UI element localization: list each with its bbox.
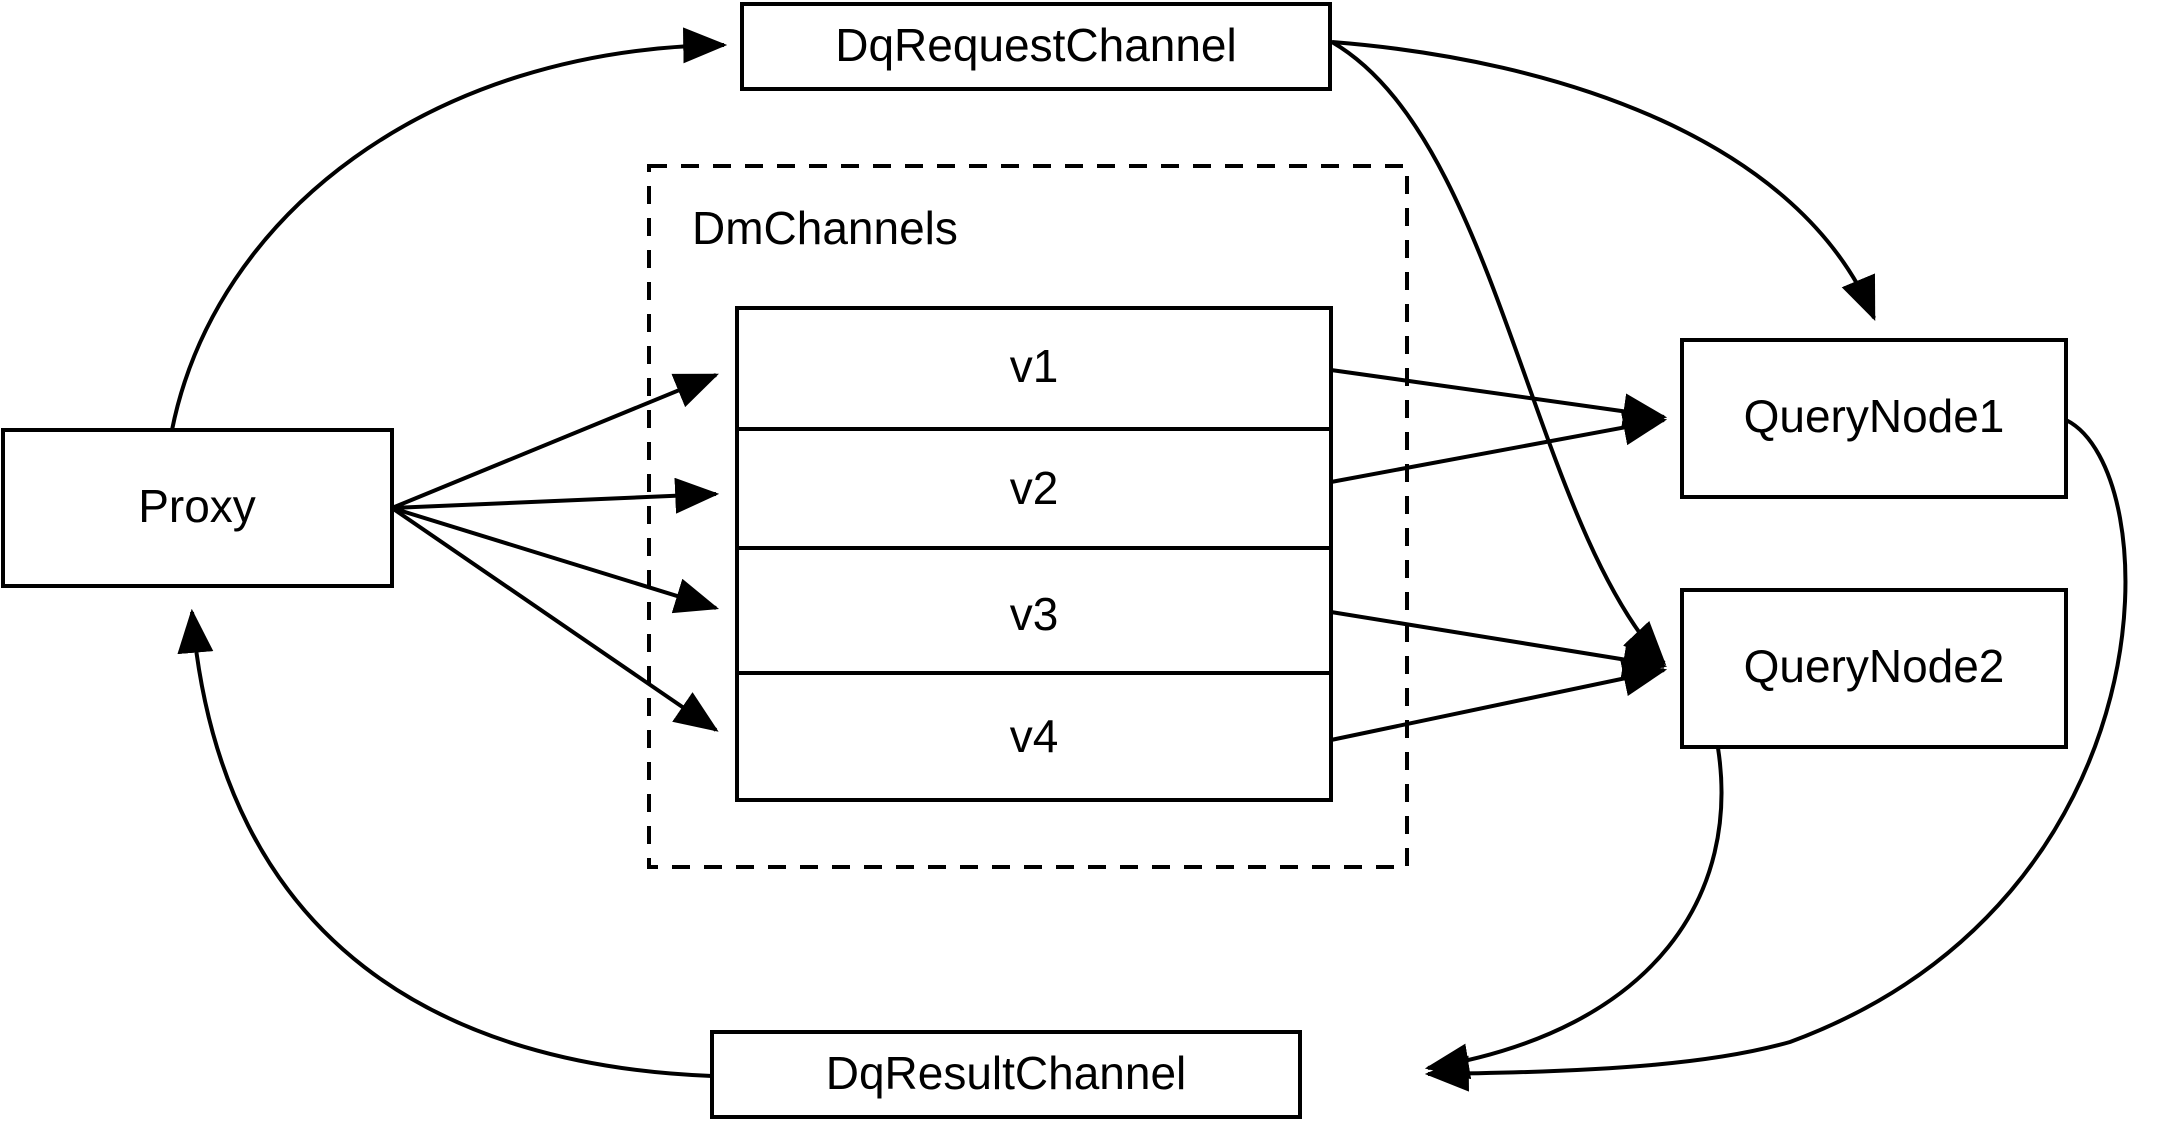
edge-dqrequestchannel-to-querynode2	[1330, 40, 1667, 666]
node-querynode2-box[interactable]	[1680, 588, 2068, 749]
vchannel-row-v2[interactable]: v2	[1010, 462, 1059, 514]
edge-proxy-to-v4	[390, 506, 719, 732]
vchannel-row-v4[interactable]: v4	[1010, 710, 1059, 762]
edge-v2-to-querynode1	[1330, 409, 1668, 484]
vchannel-row-v3[interactable]: v3	[1010, 588, 1059, 640]
node-proxy-label: Proxy	[138, 480, 256, 532]
edge-proxy-to-v1	[391, 373, 719, 510]
edge-proxy-to-dqrequestchannel	[170, 27, 728, 431]
edge-querynode1-to-dqresultchannel	[1424, 418, 2128, 1092]
edge-v1-to-querynode1	[1330, 368, 1668, 430]
edge-dqrequestchannel-to-querynode1	[1331, 40, 1876, 321]
edge-proxy-to-v3	[391, 506, 720, 614]
node-dqrequestchannel-label: DqRequestChannel	[835, 19, 1237, 71]
node-querynode2-label: QueryNode2	[1744, 640, 2005, 692]
node-proxy-box[interactable]	[1, 428, 394, 588]
edge-v4-to-querynode2	[1330, 660, 1668, 742]
dmchannels-group-label: DmChannels	[692, 202, 958, 254]
node-querynode1-label: QueryNode1	[1744, 390, 2005, 442]
vchannel-table	[735, 306, 1333, 802]
vchannel-row-v1[interactable]: v1	[1010, 340, 1059, 392]
edge-querynode2-to-dqresultchannel	[1424, 747, 1724, 1080]
edge-proxy-to-v2	[391, 477, 720, 514]
node-dqresultchannel-label: DqResultChannel	[826, 1047, 1187, 1099]
node-dqrequestchannel-box[interactable]	[740, 2, 1332, 91]
node-querynode1-box[interactable]	[1680, 338, 2068, 499]
dmchannels-group-box	[647, 164, 1409, 869]
edge-dqresultchannel-to-proxy	[177, 608, 713, 1078]
node-dqresultchannel-box[interactable]	[710, 1030, 1302, 1119]
edge-v3-to-querynode2	[1330, 610, 1668, 678]
